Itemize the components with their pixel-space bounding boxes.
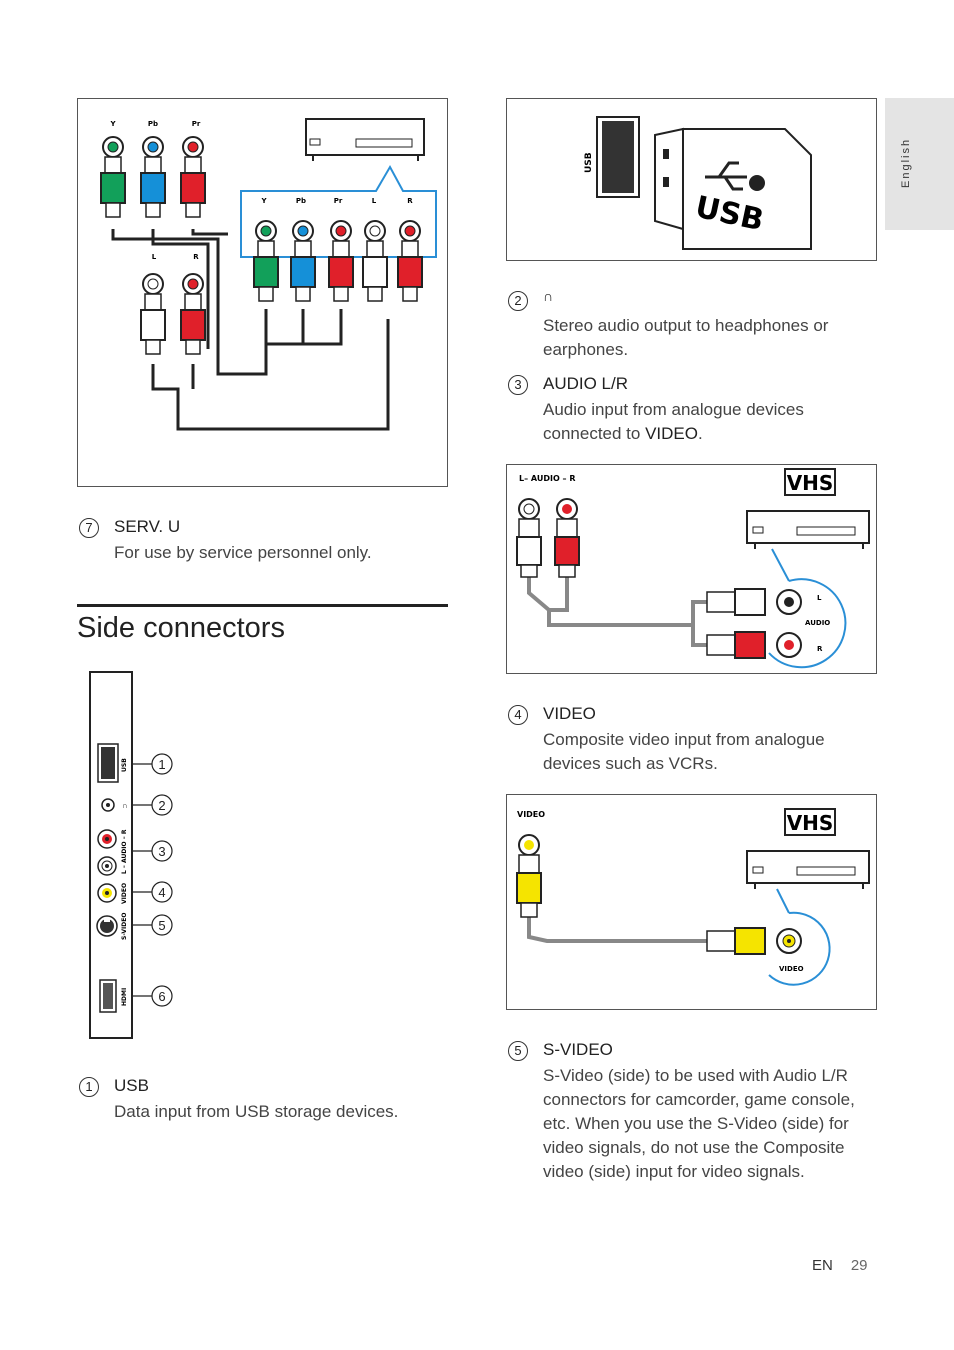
item-text-headphone-2: earphones. [543, 340, 629, 359]
footer-lang: EN [812, 1257, 833, 1274]
plug-pb [140, 136, 166, 218]
audio-plug-l [140, 273, 166, 355]
panel-label-l: L [372, 197, 377, 205]
cable-label-y: Y [109, 120, 116, 128]
svg-text:∩: ∩ [122, 801, 128, 810]
item-title-svideo: S-VIDEO [543, 1040, 613, 1059]
video-vhs-logo: VHS [787, 811, 834, 835]
item-text-svideo-3: etc. When you use the S-Video (side) for [543, 1114, 849, 1133]
audio-port-audio: AUDIO [805, 619, 830, 627]
item-text-svideo-1: S-Video (side) to be used with Audio L/R [543, 1066, 848, 1085]
item-text-svideo-5: video (side) input for video signals. [543, 1162, 805, 1181]
item-number-7: 7 [79, 518, 99, 538]
item-title-video: VIDEO [543, 704, 596, 723]
plug-pr [180, 136, 206, 218]
item-text-headphone-1: Stereo audio output to headphones or [543, 316, 829, 335]
item-text-svideo-4: video signals, do not use the Composite [543, 1138, 845, 1157]
section-title: Side connectors [77, 612, 285, 644]
side-label-audio: L – AUDIO – R [121, 829, 128, 874]
item-text-audio-2-suffix: . [697, 424, 703, 443]
panel-plug-l [362, 220, 388, 302]
item-text-audio-1: Audio input from analogue devices [543, 400, 804, 419]
audio-plug-r [180, 273, 206, 355]
callout-4: 4 [158, 885, 165, 900]
callout-6: 6 [158, 989, 165, 1004]
item-text-video-1: Composite video input from analogue [543, 730, 825, 749]
side-label-hdmi: HDMI [121, 988, 128, 1006]
item-text-video-2: devices such as VCRs. [543, 754, 718, 773]
side-label-video: VIDEO [121, 883, 128, 904]
audio-figure-title: L– AUDIO – R [519, 474, 575, 483]
side-label-svideo: S-VIDEO [121, 913, 128, 940]
audio-port-r: R [817, 645, 823, 653]
language-tab [885, 98, 954, 230]
callout-5: 5 [158, 918, 165, 933]
panel-label-pr: Pr [334, 197, 343, 205]
page-footer: EN 29 [812, 1257, 868, 1274]
audio-label-l: L [152, 253, 157, 261]
item-text-serv-u: For use by service personnel only. [114, 543, 372, 562]
panel-plug-r [397, 220, 423, 302]
item-text-usb: Data input from USB storage devices. [114, 1102, 399, 1121]
callout-3: 3 [158, 844, 165, 859]
video-port-label: VIDEO [779, 965, 804, 973]
audio-port-l: L [817, 594, 822, 602]
item-number-5: 5 [508, 1041, 528, 1061]
item-text-audio-2: connected to VIDEO. [543, 422, 703, 446]
panel-label-y: Y [260, 197, 267, 205]
video-connection-figure: VIDEO VHS VIDEO [506, 794, 877, 1010]
panel-plug-pb [290, 220, 316, 302]
item-number-1: 1 [79, 1077, 99, 1097]
item-title-serv-u: SERV. U [114, 517, 181, 536]
callout-2: 2 [158, 798, 165, 813]
headphone-icon: ∩ [543, 288, 554, 304]
panel-label-r: R [407, 197, 413, 205]
cable-label-pr: Pr [192, 120, 201, 128]
item-number-2: 2 [508, 291, 528, 311]
item-title-audio-lr: AUDIO L/R [543, 374, 629, 393]
item-title-usb: USB [114, 1076, 149, 1095]
panel-plug-y [253, 220, 279, 302]
item-number-3: 3 [508, 375, 528, 395]
audio-connection-figure: L– AUDIO – R VHS L AUDIO R [506, 464, 877, 674]
audio-label-r: R [193, 253, 199, 261]
item-number-4: 4 [508, 705, 528, 725]
item-text-svideo-2: connectors for camcorder, game console, [543, 1090, 855, 1109]
item-text-audio-2-prefix: connected to [543, 424, 646, 443]
component-connection-figure: Y Pb Pr Y Pb Pr L R L R [77, 98, 448, 487]
language-tab-label: English [900, 137, 912, 188]
video-figure-title: VIDEO [517, 810, 545, 819]
plug-y [100, 136, 126, 218]
audio-vhs-logo: VHS [787, 471, 834, 495]
side-panel-figure: ∩ USB L – AUDIO – R VIDEO S-VIDEO HDMI [80, 668, 200, 1048]
panel-plug-pr [328, 220, 354, 302]
panel-label-pb: Pb [296, 197, 306, 205]
cable-label-pb: Pb [148, 120, 158, 128]
usb-figure: USB USB [506, 98, 877, 261]
callout-1: 1 [158, 757, 165, 772]
page-number: 29 [850, 1257, 868, 1274]
usb-side-label: USB [584, 152, 594, 173]
item-text-audio-2-emph: VIDEO [645, 424, 698, 443]
side-label-usb: USB [121, 758, 128, 772]
section-rule [77, 604, 448, 607]
